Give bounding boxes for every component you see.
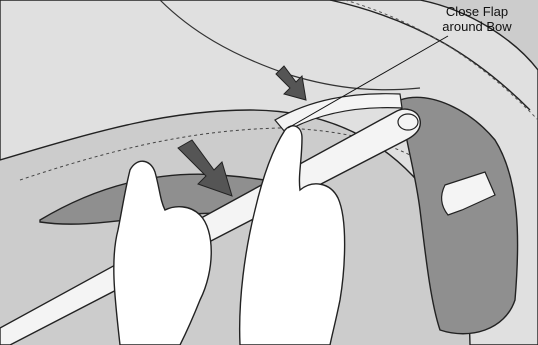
- down-arrow-icon: [177, 139, 233, 197]
- right-hand: [238, 125, 346, 345]
- bow-end-cap: [397, 113, 419, 131]
- callout-label: Close Flap around Bow: [418, 4, 536, 34]
- left-hand: [113, 160, 212, 345]
- bow-flap: [399, 96, 519, 335]
- callout-line-2: around Bow: [442, 19, 512, 34]
- edge-stitch: [344, 0, 538, 121]
- callout-leader-line: [287, 35, 449, 129]
- down-arrow-icon: [275, 65, 307, 101]
- flap-clip: [441, 171, 496, 216]
- bow-upper: [274, 93, 403, 133]
- callout-line-1: Close Flap: [445, 4, 509, 19]
- bow-bar: [0, 108, 421, 345]
